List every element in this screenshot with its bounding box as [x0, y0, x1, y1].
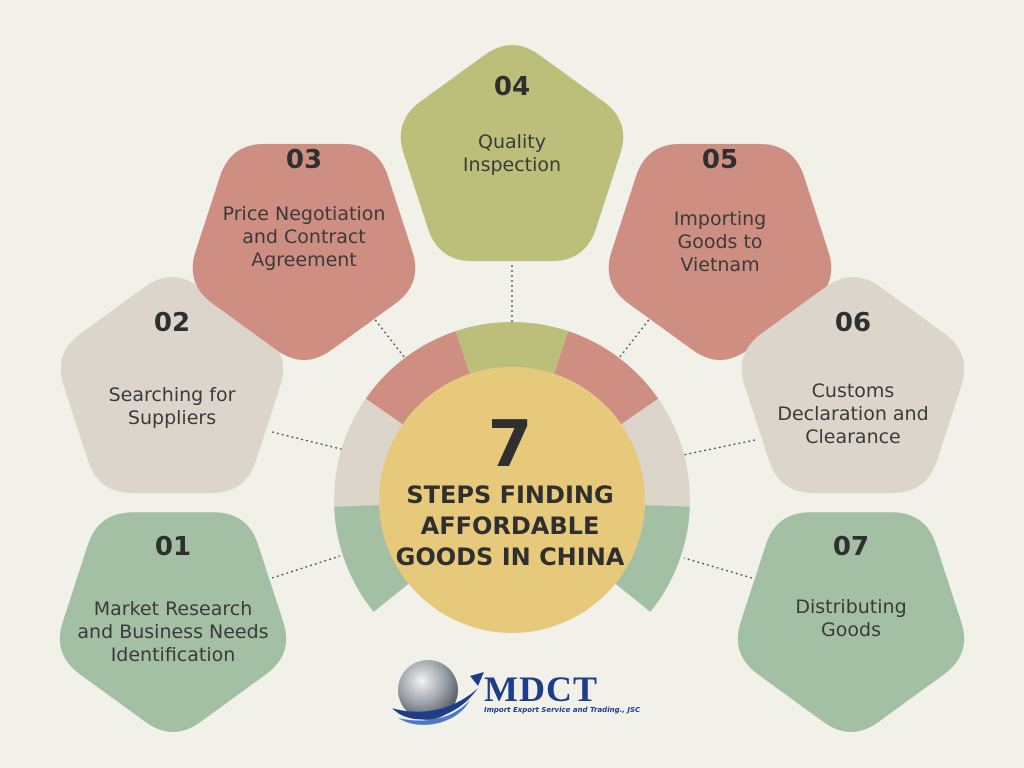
step-04-number: 04 [493, 72, 531, 102]
ring-segment-05 [554, 331, 659, 425]
hub-title: STEPS FINDING AFFORDABLE GOODS IN CHINA [390, 480, 630, 573]
step-06: 06 Customs Declaration and Clearance [742, 308, 964, 449]
step-02-connector [271, 431, 346, 451]
step-01-number: 01 [154, 532, 192, 562]
step-01-text-line3: Identification [110, 644, 236, 666]
ring-segment-01 [334, 504, 409, 613]
globe-swoosh-icon [392, 660, 484, 725]
step-03: 03 Price Negotiation and Contract Agreem… [194, 145, 414, 272]
step-05-pentagon [608, 143, 832, 360]
step-02-number: 02 [153, 308, 191, 338]
step-06-number: 06 [834, 308, 872, 338]
hub-circle [379, 367, 645, 633]
step-03-text-line2: and Contract [242, 226, 366, 248]
step-06-text-line3: Clearance [805, 426, 901, 448]
hub-title-line1: STEPS FINDING [406, 481, 614, 509]
step-04-pentagon [400, 45, 624, 262]
step-04-text-line1: Quality [478, 131, 546, 153]
step-02-text-line2: Suppliers [127, 407, 217, 429]
step-06-text-line2: Declaration and [777, 403, 929, 425]
step-04: 04 Quality Inspection [402, 72, 622, 177]
step-03-number: 03 [285, 145, 323, 175]
hub-number: 7 [487, 408, 533, 482]
step-05-text-line1: Importing [673, 208, 767, 230]
step-05-text-line2: Goods to [677, 231, 763, 253]
step-01-pentagon [59, 512, 287, 732]
step-07-pentagon [737, 512, 965, 732]
step-01-connector [271, 555, 341, 579]
step-07-connector [683, 557, 753, 579]
step-02-pentagon [60, 277, 284, 494]
ring-segment-07 [615, 504, 690, 613]
step-03-pentagon [192, 143, 416, 360]
step-03-text-line1: Price Negotiation [222, 203, 386, 225]
step-05: 05 Importing Goods to Vietnam [610, 145, 830, 277]
step-01-text-line2: and Business Needs [77, 621, 269, 643]
step-07-text-line2: Goods [821, 619, 881, 641]
step-02-text-line1: Searching for [108, 384, 236, 406]
step-06-text-line1: Customs [811, 380, 895, 402]
ring-segment-02 [334, 398, 403, 507]
step-07-number: 07 [832, 532, 870, 562]
step-05-text-line3: Vietnam [680, 254, 760, 276]
step-05-number: 05 [701, 145, 739, 175]
step-02: 02 Searching for Suppliers [62, 308, 282, 430]
ring-segment-03 [365, 331, 470, 425]
step-07: 07 Distributing Goods [740, 532, 962, 642]
step-04-text-line2: Inspection [462, 154, 562, 176]
ring-segment-06 [621, 398, 690, 507]
step-03-text-line3: Agreement [251, 249, 357, 271]
hub-title-line2: AFFORDABLE [420, 512, 600, 540]
step-01-text-line1: Market Research [93, 598, 253, 620]
logo-tagline: Import Export Service and Trading., JSC [484, 706, 641, 714]
step-07-text-line1: Distributing [795, 596, 907, 618]
step-01: 01 Market Research and Business Needs Id… [62, 532, 284, 667]
logo-name: MDCT [484, 669, 598, 709]
step-06-pentagon [741, 277, 965, 494]
ring-segment-04 [455, 322, 569, 374]
step-06-connector [682, 439, 756, 456]
hub-title-line3: GOODS IN CHINA [395, 543, 625, 571]
